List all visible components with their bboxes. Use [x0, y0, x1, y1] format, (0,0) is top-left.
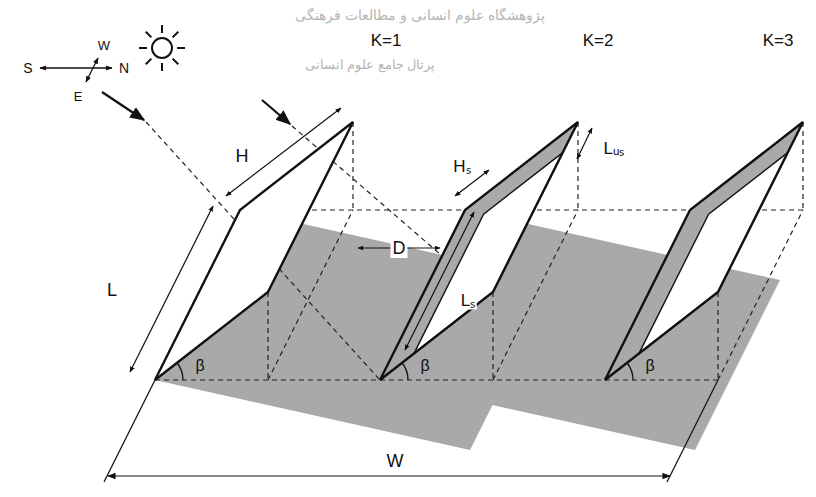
sun-ray-stroke: [161, 63, 163, 71]
dimension-label: L: [105, 280, 119, 300]
sun-symbol: [139, 25, 185, 71]
sun-ray-stroke: [173, 32, 179, 38]
dimension-label: D: [391, 238, 408, 258]
width-dimension: [108, 475, 670, 476]
shaded-length-dimension: [405, 212, 474, 350]
projection-line: [492, 292, 493, 380]
compass-label: S: [21, 60, 34, 76]
collector-rows: [155, 122, 803, 380]
panel-outline: [380, 122, 578, 380]
watermark: پژوهشگاه علوم انسانی و مطالعات فرهنگی: [293, 7, 546, 23]
angle-label: β: [193, 357, 206, 375]
extension-line: [667, 380, 718, 482]
compass: [40, 58, 112, 82]
sun-ray-stroke: [177, 47, 185, 49]
sun-ray-stroke: [139, 47, 147, 49]
compass-label: W: [96, 38, 112, 53]
compass-label: N: [117, 60, 131, 76]
compass-axis: [40, 67, 112, 68]
extension-line: [104, 380, 155, 482]
panel-outline: [155, 122, 353, 380]
collector-panel: [380, 122, 578, 380]
sun-disc: [152, 38, 172, 58]
row-number: K=1: [369, 31, 404, 50]
unshaded-area: [414, 153, 563, 354]
angle-label: β: [418, 357, 431, 375]
panel-face: [605, 122, 803, 380]
dimension-lines: [104, 108, 718, 482]
unshaded-area: [639, 153, 788, 354]
panel-face: [380, 122, 578, 380]
sun-ray-stroke: [161, 25, 163, 33]
sun-ray-stroke: [146, 59, 152, 65]
dimension-label: H: [234, 146, 251, 166]
height-dimension: [226, 108, 341, 196]
construction-lines: [146, 122, 805, 380]
sun-arrow: [262, 100, 290, 124]
watermark: پرتال جامع علوم انسانی: [303, 57, 438, 72]
compass-axis: [86, 58, 98, 82]
sun-arrows: [102, 92, 290, 124]
unshaded-length-dimension: [577, 128, 592, 159]
collector-panel: [155, 122, 353, 380]
dimension-label: Lₛ: [459, 291, 477, 310]
sun-ray-stroke: [146, 32, 152, 38]
dimension-label: W: [385, 451, 406, 471]
projection-line: [802, 122, 803, 210]
length-dimension: [130, 206, 213, 372]
projection-line: [717, 292, 718, 380]
projection-line: [577, 122, 578, 210]
projection-line: [267, 292, 268, 380]
panel-outline: [605, 122, 803, 380]
sun-ray-stroke: [173, 59, 179, 65]
sun-arrow: [102, 92, 144, 120]
row-number: K=3: [761, 31, 796, 50]
projection-line: [352, 122, 353, 210]
tilt-angle-arc: [402, 363, 408, 380]
collector-panel: [605, 122, 803, 380]
dimension-label: Hₛ: [451, 157, 472, 176]
tilt-angle-arc: [177, 363, 183, 380]
compass-label: E: [72, 89, 85, 104]
row-number: K=2: [581, 31, 616, 50]
panel-face: [155, 122, 353, 380]
angle-label: β: [643, 357, 656, 375]
dimension-label: Lᵤₛ: [602, 139, 627, 158]
tilt-angle-arc: [627, 363, 633, 380]
sun-ray: [146, 122, 380, 380]
